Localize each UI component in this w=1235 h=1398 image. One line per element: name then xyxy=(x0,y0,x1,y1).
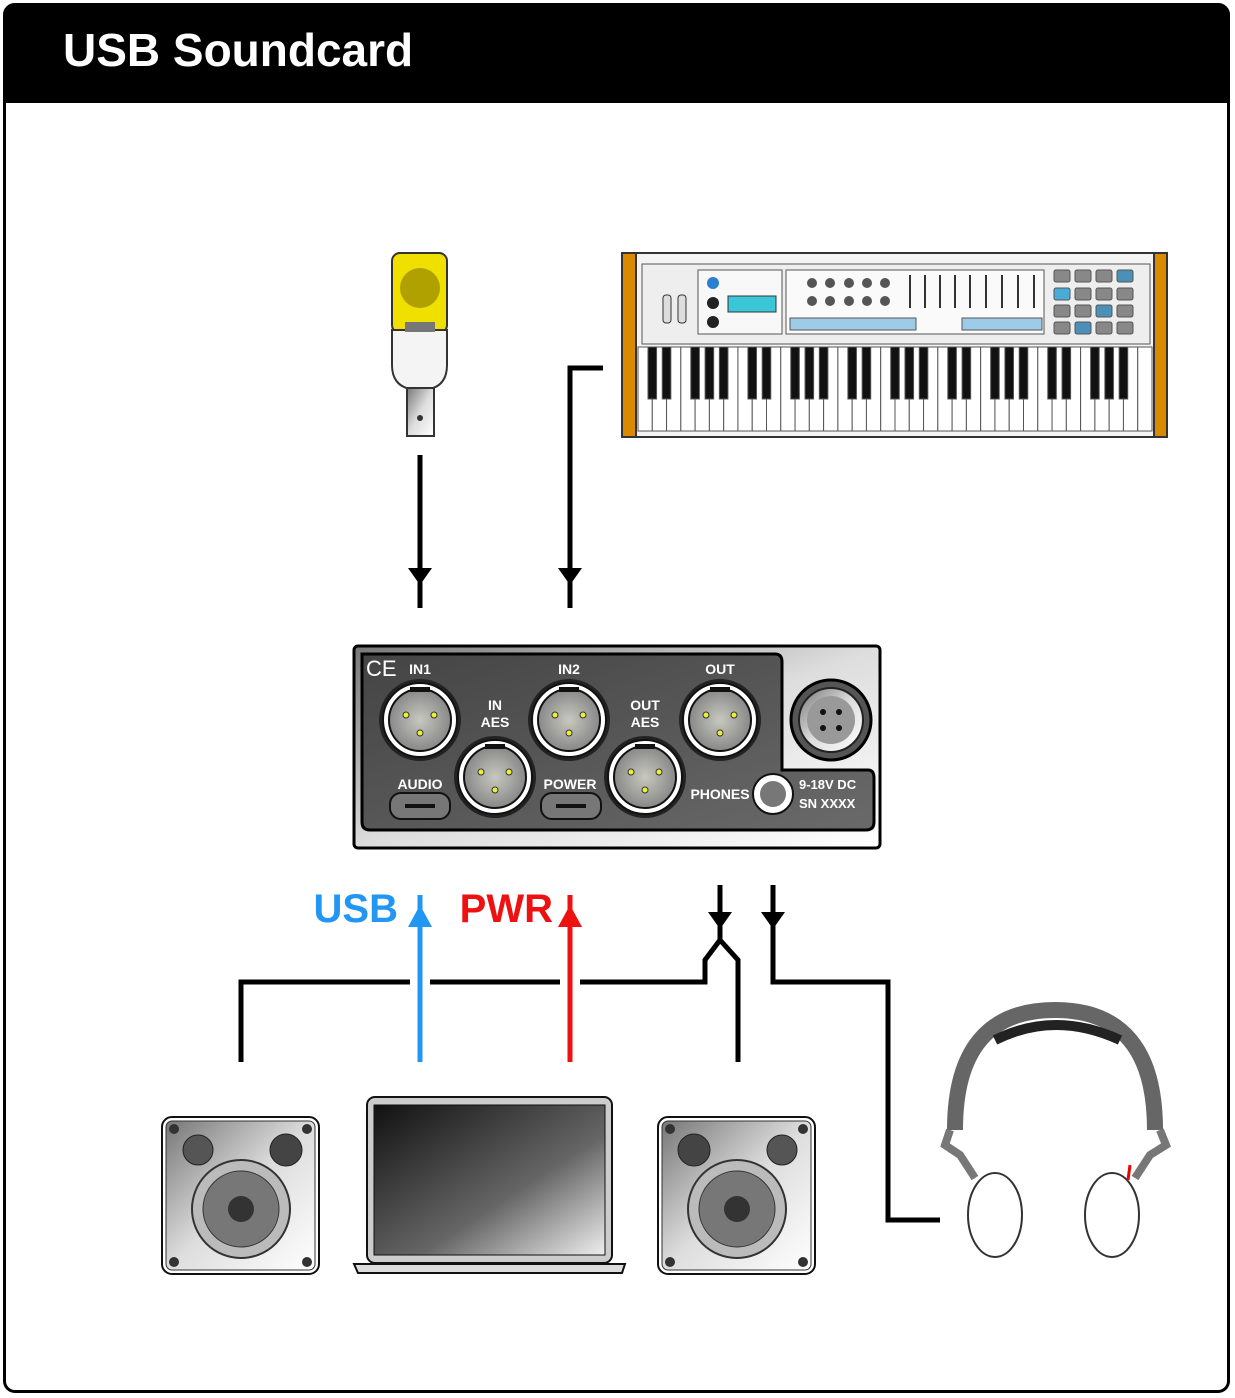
black-key xyxy=(990,346,1000,400)
black-key xyxy=(804,346,815,400)
label-in-aes-line1: IN xyxy=(488,697,502,713)
black-key xyxy=(690,346,700,400)
mic-cable-line xyxy=(408,455,432,608)
label-in1: IN1 xyxy=(409,661,431,677)
black-key xyxy=(647,346,658,400)
black-key xyxy=(718,346,729,400)
power-cable-line xyxy=(558,895,582,1062)
out-arrow-icon xyxy=(708,912,732,929)
label-serial: SN XXXX xyxy=(799,796,856,811)
usb-soundcard-interface: CE IN1 IN2 OUT IN AES OUT AES AUDIO POWE… xyxy=(352,644,882,850)
black-key xyxy=(661,346,672,400)
headphones-icon xyxy=(940,1001,1171,1258)
label-out-aes-line2: AES xyxy=(631,714,660,730)
xlr-connector xyxy=(379,679,461,761)
label-in2: IN2 xyxy=(558,661,580,677)
black-key xyxy=(1018,346,1029,400)
laptop-icon xyxy=(352,1096,627,1274)
black-key xyxy=(790,346,800,400)
left-speaker-icon xyxy=(161,1116,320,1275)
xlr-connector xyxy=(454,736,536,818)
black-key xyxy=(704,346,715,400)
label-phones: PHONES xyxy=(690,786,749,802)
white-key xyxy=(1137,346,1153,432)
black-key xyxy=(1047,346,1057,400)
page-title: USB Soundcard xyxy=(63,24,414,76)
label-in-aes-line2: AES xyxy=(481,714,510,730)
black-key xyxy=(861,346,872,400)
black-key xyxy=(904,346,915,400)
black-key xyxy=(818,346,829,400)
black-key xyxy=(890,346,900,400)
black-key xyxy=(947,346,957,400)
label-out-aes-line1: OUT xyxy=(630,697,660,713)
label-dc-input: 9-18V DC xyxy=(799,777,857,792)
xlr-connector xyxy=(528,679,610,761)
black-key xyxy=(1118,346,1129,400)
headphone-cable-line xyxy=(761,885,940,1223)
right-speaker-icon xyxy=(657,1116,816,1275)
usb-label: USB xyxy=(314,887,398,931)
xlr-connector xyxy=(679,679,761,761)
black-key xyxy=(1004,346,1015,400)
ce-mark: CE xyxy=(366,656,397,681)
black-key xyxy=(1090,346,1100,400)
black-key xyxy=(747,346,758,400)
label-out: OUT xyxy=(705,661,735,677)
pwr-label: PWR xyxy=(460,887,553,931)
black-key xyxy=(847,346,857,400)
usb-cable-line xyxy=(408,895,432,1062)
xlr-connector xyxy=(604,736,686,818)
label-power: POWER xyxy=(544,776,597,792)
black-key xyxy=(761,346,772,400)
microphone-icon xyxy=(391,252,448,437)
black-key xyxy=(1104,346,1114,400)
midi-keyboard-icon xyxy=(621,252,1168,438)
label-audio: AUDIO xyxy=(397,776,442,792)
black-key xyxy=(918,346,929,400)
keyboard-cable-line xyxy=(558,365,603,608)
black-key xyxy=(1061,346,1072,400)
black-key xyxy=(961,346,972,400)
title-bar: USB Soundcard xyxy=(3,3,1230,103)
